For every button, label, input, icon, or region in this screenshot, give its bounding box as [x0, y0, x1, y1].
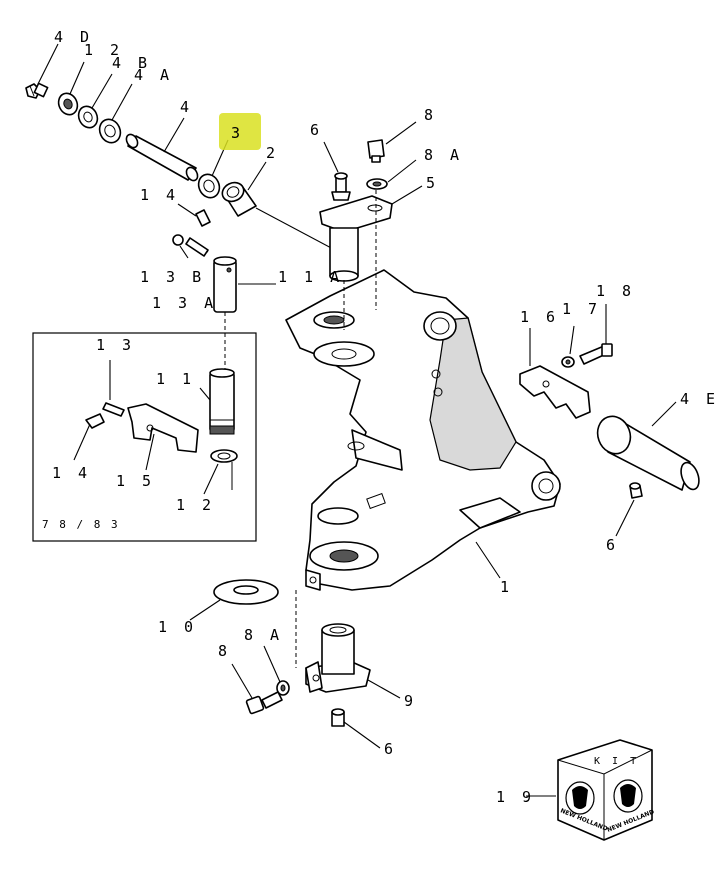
label-16: 1 6: [520, 308, 559, 326]
label-8-bottom: 8: [218, 642, 231, 660]
kit-label: K I T: [594, 756, 639, 767]
label-7883: 7 8 / 8 3: [42, 518, 120, 531]
label-14-inset: 1 4: [52, 464, 91, 482]
label-19: 1 9: [496, 788, 535, 806]
label-6-top: 6: [310, 121, 323, 139]
kit-box-19[interactable]: NEW HOLLAND NEW HOLLAND: [557, 739, 655, 841]
grease-fitting-4d[interactable]: [25, 82, 49, 99]
label-11: 1 1: [156, 370, 195, 388]
label-14-top: 1 4: [140, 186, 179, 204]
bushing-2[interactable]: [219, 179, 257, 217]
label-4e: 4 E: [680, 390, 719, 408]
label-12-top: 1 2: [84, 41, 123, 59]
washer-12-inset[interactable]: [210, 449, 238, 463]
leader-lines: [37, 43, 677, 797]
seal-3[interactable]: [195, 171, 223, 201]
pin-11[interactable]: [209, 368, 235, 435]
swivel-housing-1[interactable]: [285, 269, 561, 591]
label-8-top: 8: [424, 106, 437, 124]
grease-fitting-6-bottom[interactable]: [331, 708, 345, 727]
bolt-18[interactable]: [579, 343, 613, 365]
pin-4e[interactable]: [592, 412, 702, 492]
washer-8a-bottom[interactable]: [276, 680, 290, 696]
highlight-part-3: [219, 113, 261, 150]
new-holland-logo-left: [565, 781, 595, 815]
label-8a-bottom: 8 A: [244, 626, 283, 644]
label-4: 4: [180, 98, 193, 116]
label-10: 1 0: [158, 618, 197, 636]
label-4b: 4 B: [112, 54, 151, 72]
label-13b: 1 3 B: [140, 268, 205, 286]
grease-fitting-6-right[interactable]: [629, 482, 643, 499]
roll-pin-14-top[interactable]: [195, 209, 211, 227]
label-6-bottom: 6: [384, 740, 397, 758]
label-5: 5: [426, 174, 439, 192]
washer-17[interactable]: [561, 356, 575, 368]
label-2: 2: [266, 144, 279, 162]
grease-fitting-6-top[interactable]: [331, 172, 351, 201]
king-pin-5[interactable]: [319, 195, 393, 282]
label-4a: 4 A: [134, 66, 173, 84]
pin-13b[interactable]: [172, 234, 209, 257]
label-11a: 1 1 A: [278, 268, 343, 286]
new-holland-logo-right: [613, 779, 643, 813]
label-13a: 1 3 A: [152, 294, 217, 312]
washer-10[interactable]: [213, 579, 279, 605]
bushing-4a[interactable]: [96, 116, 124, 146]
label-9: 9: [404, 692, 417, 710]
label-18: 1 8: [596, 282, 635, 300]
label-12-inset: 1 2: [176, 496, 215, 514]
pin-4[interactable]: [124, 132, 200, 182]
bracket-15[interactable]: [127, 403, 199, 453]
pin-13-inset[interactable]: [102, 402, 125, 417]
label-6-right: 6: [606, 536, 619, 554]
label-4d: 4 D: [54, 28, 93, 46]
label-1: 1: [500, 578, 513, 596]
bolt-8-top[interactable]: [367, 139, 385, 163]
variant-inset-box: [32, 332, 257, 542]
label-13: 1 3: [96, 336, 135, 354]
washer-4b[interactable]: [75, 103, 101, 131]
label-8a-top: 8 A: [424, 146, 463, 164]
lower-king-pin-9[interactable]: [305, 623, 371, 693]
part-labels: 4 D 1 2 4 B 4 A 4 3 2 6 8 8 A 5 1 4 1 3 …: [42, 28, 719, 806]
label-15: 1 5: [116, 472, 155, 490]
label-3: 3: [231, 124, 244, 142]
pin-11a[interactable]: [213, 256, 237, 313]
bracket-16[interactable]: [519, 365, 591, 419]
washer-12-top[interactable]: [55, 90, 81, 118]
label-17: 1 7: [562, 300, 601, 318]
washer-8a-top[interactable]: [366, 178, 388, 190]
bolt-8-bottom[interactable]: [245, 691, 283, 715]
